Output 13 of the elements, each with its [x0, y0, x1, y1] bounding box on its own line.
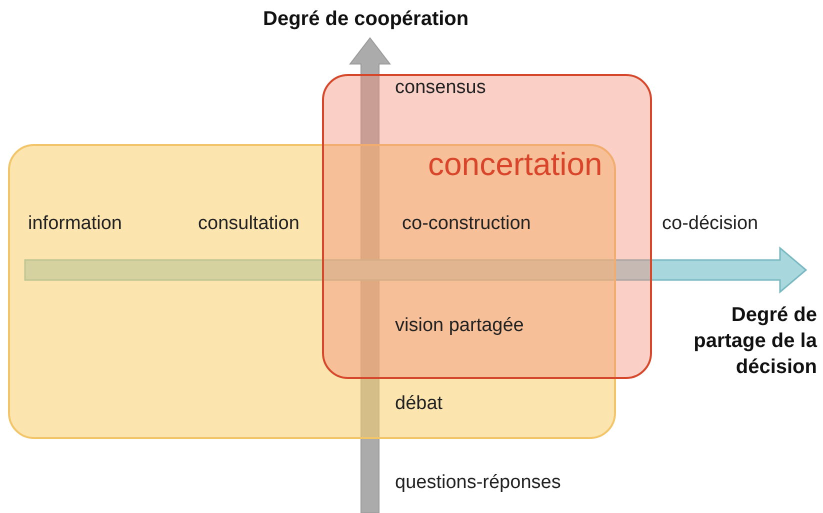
- level-label: co-décision: [662, 213, 758, 235]
- level-label: questions-réponses: [395, 472, 561, 494]
- axis-title: Degré de coopération: [263, 8, 469, 31]
- level-label: consensus: [395, 77, 486, 99]
- concertation-region: [322, 74, 652, 379]
- axis-title: Degré de partage de la décision: [692, 303, 817, 380]
- level-label: vision partagée: [395, 315, 524, 337]
- region: [8, 144, 616, 439]
- level-label: débat: [395, 393, 443, 415]
- level-label: information: [28, 213, 122, 235]
- region-title: concertation: [428, 146, 602, 183]
- level-label: co-construction: [402, 213, 531, 235]
- level-label: consultation: [198, 213, 300, 235]
